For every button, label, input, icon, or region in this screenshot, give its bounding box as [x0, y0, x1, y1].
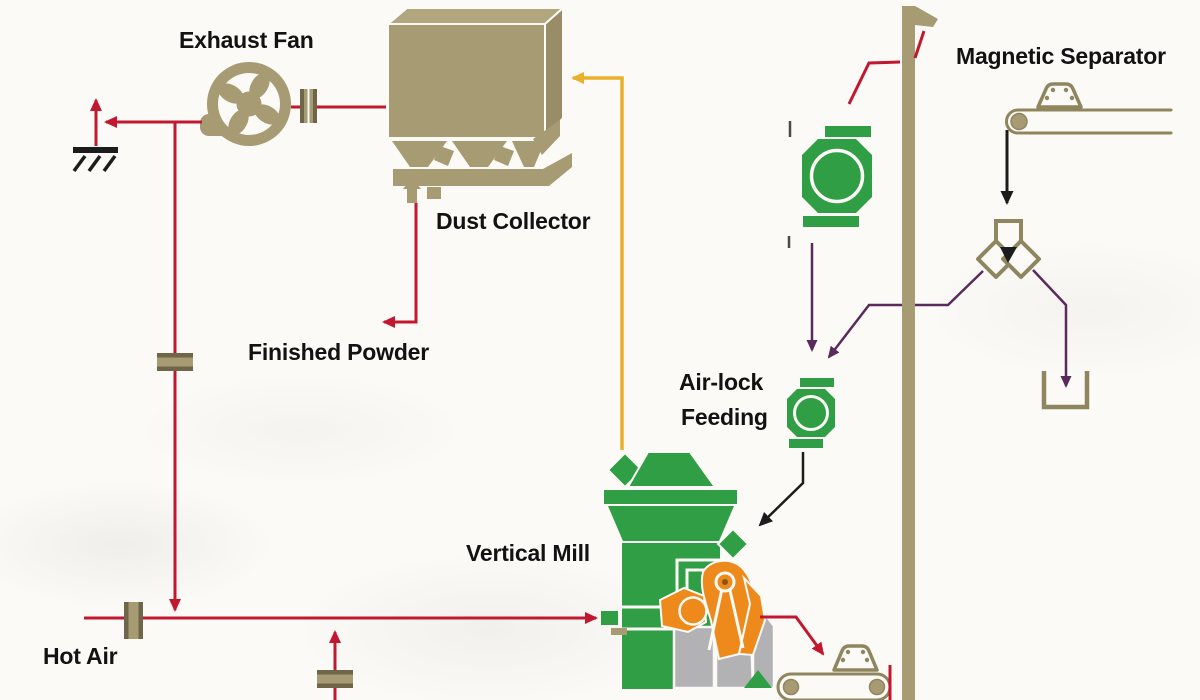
vent-stack-icon	[72, 147, 118, 173]
mill-roller	[678, 596, 708, 626]
riser-top-line	[847, 30, 926, 105]
exhaust-fan-icon	[200, 62, 291, 146]
tramp-separator-icon	[832, 644, 879, 672]
riser-pipe-icon	[902, 6, 938, 700]
pipe-coupling-icon	[300, 89, 317, 123]
label-airlock-line1: Air-lock	[679, 369, 764, 395]
dust-collector-icon	[385, 5, 572, 186]
splitter-flap-icon	[1000, 247, 1017, 263]
waste-bin-icon	[1041, 371, 1090, 410]
label-hot-air: Hot Air	[43, 643, 118, 669]
finished-powder-line	[382, 203, 418, 328]
mill-base-left	[672, 625, 716, 690]
label-exhaust-fan: Exhaust Fan	[179, 27, 314, 53]
mill-outlet-line	[760, 615, 825, 656]
airlock-valve-icon	[787, 378, 835, 448]
label-vertical-mill: Vertical Mill	[466, 540, 590, 566]
collector-return-line	[571, 72, 624, 450]
rotary-valve-icon	[787, 121, 872, 248]
reject-bin-line	[1032, 269, 1072, 388]
discharge-conveyor-icon	[776, 672, 892, 700]
discharge-outlet-icon	[403, 177, 441, 203]
hot-air-inlet-port	[601, 611, 618, 625]
damper-valve-icon	[124, 602, 143, 639]
label-finished-powder: Finished Powder	[248, 339, 430, 365]
y-splitter-icon	[976, 219, 1041, 279]
label-dust-collector: Dust Collector	[436, 208, 591, 234]
label-airlock-line2: Feeding	[681, 404, 768, 430]
damper-valve-icon	[157, 353, 193, 371]
magnetic-separator-icon	[1036, 82, 1083, 109]
vertical-mill-icon	[601, 451, 776, 690]
feed-conveyor-icon	[1005, 108, 1173, 135]
label-magnetic-separator: Magnetic Separator	[956, 43, 1166, 69]
damper-valve-icon	[317, 670, 353, 688]
mill-feed-line	[758, 452, 805, 527]
